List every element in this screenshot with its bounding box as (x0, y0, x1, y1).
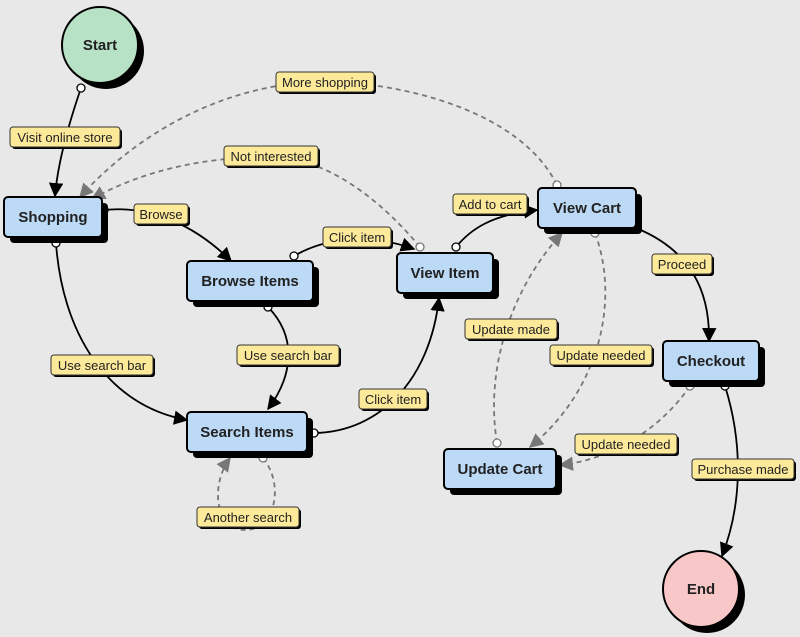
label-more-shopping-text: More shopping (282, 75, 368, 90)
node-search-items-label: Search Items (200, 424, 293, 441)
label-not-interested: Not interested (223, 145, 320, 168)
label-purchase-made-text: Purchase made (697, 462, 788, 477)
node-browse-items-label: Browse Items (201, 273, 299, 290)
label-click-item-search-text: Click item (365, 392, 421, 407)
node-shopping[interactable]: Shopping (3, 196, 108, 243)
label-visit-online-store: Visit online store (9, 126, 122, 149)
node-checkout[interactable]: Checkout (662, 340, 765, 387)
node-view-cart-label: View Cart (553, 200, 621, 217)
node-view-item-label: View Item (411, 265, 480, 282)
node-end-label: End (687, 581, 715, 598)
label-update-needed-cart: Update needed (549, 344, 654, 367)
node-view-item[interactable]: View Item (396, 252, 499, 299)
node-start-label: Start (83, 37, 117, 54)
label-update-made-text: Update made (472, 322, 550, 337)
node-browse-items[interactable]: Browse Items (186, 260, 319, 307)
label-update-needed-cart-text: Update needed (557, 348, 646, 363)
edge-use-search-bar-shopping (55, 242, 189, 425)
label-add-to-cart-text: Add to cart (459, 197, 522, 212)
node-checkout-label: Checkout (677, 353, 745, 370)
label-click-item-browse: Click item (322, 226, 393, 249)
label-more-shopping: More shopping (275, 71, 376, 94)
label-click-item-search: Click item (358, 388, 429, 411)
label-use-search-bar-browse: Use search bar (236, 344, 341, 367)
edge-labels: Visit online store More shopping Not int… (9, 71, 796, 529)
node-search-items[interactable]: Search Items (186, 411, 313, 458)
label-not-interested-text: Not interested (231, 149, 312, 164)
edges (48, 81, 739, 558)
label-update-needed-checkout-text: Update needed (582, 437, 671, 452)
node-shopping-label: Shopping (18, 209, 87, 226)
edge-another-search (216, 456, 276, 531)
edge-proceed (635, 227, 717, 343)
label-visit-online-store-text: Visit online store (17, 130, 112, 145)
label-update-made: Update made (464, 318, 559, 341)
label-use-search-bar-shopping-text: Use search bar (58, 358, 147, 373)
label-click-item-browse-text: Click item (329, 230, 385, 245)
label-proceed-text: Proceed (658, 257, 706, 272)
label-another-search-text: Another search (204, 510, 292, 525)
label-add-to-cart: Add to cart (452, 193, 529, 216)
label-update-needed-checkout: Update needed (574, 433, 679, 456)
label-browse: Browse (133, 203, 190, 226)
node-view-cart[interactable]: View Cart (537, 187, 642, 234)
node-end[interactable]: End (662, 550, 745, 633)
node-update-cart[interactable]: Update Cart (443, 448, 562, 495)
node-update-cart-label: Update Cart (457, 461, 542, 478)
label-another-search: Another search (196, 506, 301, 529)
label-use-search-bar-browse-text: Use search bar (244, 348, 333, 363)
node-start[interactable]: Start (61, 6, 144, 89)
edge-update-needed-cart (528, 232, 607, 448)
label-browse-text: Browse (139, 207, 182, 222)
label-purchase-made: Purchase made (691, 458, 796, 481)
edge-update-needed-checkout (558, 385, 691, 471)
label-proceed: Proceed (651, 253, 714, 276)
label-use-search-bar-shopping: Use search bar (50, 354, 155, 377)
edge-more-shopping (79, 81, 558, 199)
